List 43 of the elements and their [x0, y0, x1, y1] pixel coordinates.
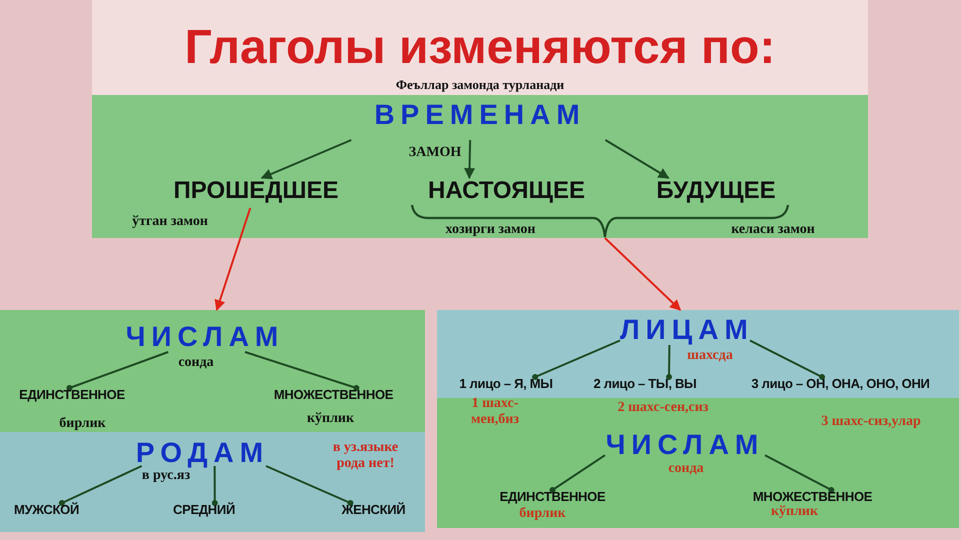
note-text: в уз.языке рода нет! — [332, 440, 400, 472]
note-text: шахсда — [686, 348, 734, 364]
note-text: хозирги замон — [444, 222, 536, 238]
note-text: 1 шахс- мен,биз — [470, 396, 520, 428]
number-label: МНОЖЕСТВЕННОЕ — [740, 490, 885, 506]
category-heading: ЛИЦАМ — [620, 315, 750, 345]
category-heading: ВРЕМЕНАМ — [315, 100, 645, 140]
number-label: ЕДИНСТВЕННОЕ — [490, 490, 615, 506]
subtitle: Феъллар замонда турланади — [394, 78, 566, 93]
diagram-title: Глаголы изменяются по: — [184, 22, 776, 75]
arrow — [214, 208, 252, 312]
note-text: в рус.яз — [140, 468, 192, 484]
note-text: бирлик — [518, 506, 567, 522]
note-text: келаси замон — [730, 222, 816, 238]
note-text: бирлик — [58, 416, 107, 432]
category-heading: РОДАМ — [135, 438, 270, 466]
arrow — [604, 139, 670, 179]
note-text: 2 шахс-сен,сиз — [616, 400, 710, 416]
note-text: ЗАМОН — [408, 145, 462, 162]
note-text: кўплик — [306, 411, 356, 428]
panel — [0, 310, 425, 532]
number-label: ЕДИНСТВЕННОЕ — [8, 388, 136, 404]
gender-label: МУЖСКОЙ — [8, 503, 85, 519]
gender-label: СРЕДНИЙ — [168, 503, 240, 519]
tense-label: НАСТОЯЩЕЕ — [418, 178, 595, 208]
note-text: сонда — [667, 461, 705, 478]
note-text: 3 шахс-сиз,улар — [820, 414, 922, 430]
note-text: ўтган замон — [131, 214, 209, 230]
arrow — [260, 139, 352, 180]
category-heading: ЧИСЛАМ — [605, 430, 765, 458]
person-label: 1 лицо – Я, МЫ — [450, 377, 562, 393]
category-heading: ЧИСЛАМ — [125, 322, 285, 352]
number-label: МНОЖЕСТВЕННОЕ — [262, 388, 405, 404]
tense-label: ПРОШЕДШЕЕ — [160, 178, 352, 208]
person-label: 2 лицо – ТЫ, ВЫ — [585, 377, 705, 393]
person-label: 3 лицо – ОН, ОНА, ОНО, ОНИ — [738, 377, 943, 393]
arrow — [464, 140, 476, 180]
gender-label: ЖЕНСКИЙ — [335, 503, 412, 519]
note-text: сонда — [177, 355, 215, 372]
panel — [437, 310, 959, 528]
note-text: кўплик — [770, 504, 820, 520]
arrow — [604, 237, 682, 311]
tense-label: БУДУЩЕЕ — [650, 178, 782, 208]
